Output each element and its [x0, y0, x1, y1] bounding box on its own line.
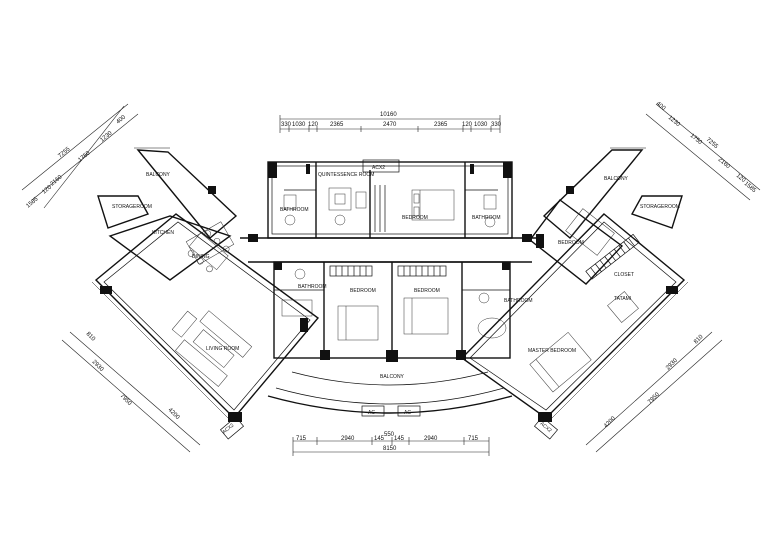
- left-wing: ACX2 BALCONY STORAGEROOM KITCHEN DINING …: [94, 149, 320, 440]
- closet-hatch-right: [585, 233, 640, 280]
- dim-left-top: 1585: [25, 196, 40, 210]
- bottom-dimension-chain: 550 715 2940 145 145 2940 715 8150: [292, 432, 490, 456]
- dim-left-bottom-total: 7950: [119, 393, 133, 407]
- dim-left-bottom: 810: [85, 331, 97, 343]
- dim-right-bottom: 4200: [603, 415, 617, 429]
- label-quintessence-room: QUINTESSENCE ROOM: [318, 172, 374, 178]
- dim-right-top-total: 7255: [705, 137, 720, 151]
- ac-tag-right: AC: [404, 410, 411, 416]
- dining-table: [187, 230, 230, 273]
- dim-top-seg: 330: [281, 122, 292, 128]
- right-bottom-dimension-chain: 810 2930 4200 7950: [585, 331, 723, 453]
- dim-right-top: 1230: [667, 115, 682, 129]
- dim-right-top: 2160: [717, 157, 732, 171]
- label-bathroom-top-right: BATHROOM: [472, 215, 501, 221]
- dim-right-bottom-total: 7950: [647, 391, 661, 405]
- dim-bottom-mid: 550: [384, 432, 395, 438]
- dim-total-bottom: 8150: [383, 446, 397, 452]
- dim-right-top: 1585: [743, 181, 758, 195]
- label-tatami: TATAMI: [614, 296, 631, 302]
- label-bedroom-right: BEDROOM: [558, 240, 584, 246]
- dim-top-seg: 120: [308, 122, 319, 128]
- label-storageroom-left: STORAGEROOM: [112, 204, 152, 210]
- dim-left-top: 1230: [99, 130, 114, 144]
- dim-right-bottom: 2930: [665, 357, 679, 371]
- curved-balcony: AC AC BALCONY: [267, 371, 513, 417]
- dim-total-top: 10160: [380, 112, 397, 118]
- dim-bottom-seg: 145: [374, 436, 385, 442]
- label-dining: DINING: [192, 254, 210, 260]
- dim-left-top: 1750: [77, 150, 92, 164]
- acx2-tag-right: ACX2: [539, 421, 553, 434]
- dim-left-top-total: 7255: [57, 146, 72, 160]
- top-dimension-chain: 10160 330 1030 120 2365 2470 2365 120 10…: [279, 112, 502, 133]
- dim-top-seg: 2470: [383, 122, 397, 128]
- acx2-tag-left: ACX2: [221, 422, 235, 435]
- corridor: [240, 234, 540, 263]
- dim-right-top: 1750: [689, 133, 704, 147]
- dim-top-seg: 1030: [292, 122, 306, 128]
- label-closet: CLOSET: [614, 272, 634, 278]
- dim-bottom-seg: 2940: [341, 436, 355, 442]
- label-kitchen: KITCHEN: [152, 230, 174, 236]
- dim-bottom-seg: 715: [468, 436, 479, 442]
- label-balcony-right: BALCONY: [604, 176, 629, 182]
- right-wing: ACX2 BALCONY STORAGEROOM BEDROOM CLOSET …: [460, 149, 686, 440]
- closet-hatch-center: [329, 265, 447, 277]
- glass-edges: [91, 147, 689, 423]
- dim-top-seg: 330: [491, 122, 502, 128]
- dim-top-seg: 120: [462, 122, 473, 128]
- label-balcony-center: BALCONY: [380, 374, 405, 380]
- label-living-room: LIVING ROOM: [206, 346, 239, 352]
- label-balcony-left: BALCONY: [146, 172, 171, 178]
- dim-top-seg: 2365: [330, 122, 344, 128]
- label-bedroom-center-right: BEDROOM: [414, 288, 440, 294]
- living-room-furniture: [171, 310, 253, 387]
- label-storageroom-right: STORAGEROOM: [640, 204, 680, 210]
- dim-bottom-seg: 715: [296, 436, 307, 442]
- label-bedroom-top: BEDROOM: [402, 215, 428, 221]
- center-lower-block: BATHROOM BEDROOM BEDROOM BATHROOM: [273, 261, 533, 362]
- label-bathroom-center-left: BATHROOM: [298, 284, 327, 290]
- dim-left-top: 120: [41, 184, 53, 195]
- dim-bottom-seg: 2940: [424, 436, 438, 442]
- left-top-dimension-chain: 1585 120 2160 1750 1230 400 7255: [21, 103, 139, 210]
- dim-right-bottom: 810: [693, 334, 705, 346]
- dim-bottom-seg: 145: [394, 436, 405, 442]
- dim-left-top: 400: [115, 114, 127, 125]
- ac-tag-left: AC: [368, 410, 375, 416]
- dim-top-seg: 2365: [434, 122, 448, 128]
- acx2-tag-top: ACX2: [372, 165, 385, 171]
- dim-right-top: 120: [735, 173, 747, 184]
- label-bathroom-top-left: BATHROOM: [280, 207, 309, 213]
- dim-top-seg: 1030: [474, 122, 488, 128]
- dim-right-top: 400: [655, 101, 667, 112]
- master-bed: [529, 331, 592, 393]
- left-bottom-dimension-chain: 810 2930 4200 7950: [61, 331, 201, 453]
- label-bedroom-center-left: BEDROOM: [350, 288, 376, 294]
- center-top-block: ACX2 QUINTESSENCE ROOM BEDROOM BATHROOM …: [267, 159, 513, 239]
- dim-left-bottom: 4200: [167, 407, 181, 421]
- label-master-bedroom: MASTER BEDROOM: [528, 348, 576, 354]
- right-top-dimension-chain: 400 1230 1750 2160 120 1585 7255: [645, 101, 761, 201]
- closet-hatch-top: [374, 185, 386, 232]
